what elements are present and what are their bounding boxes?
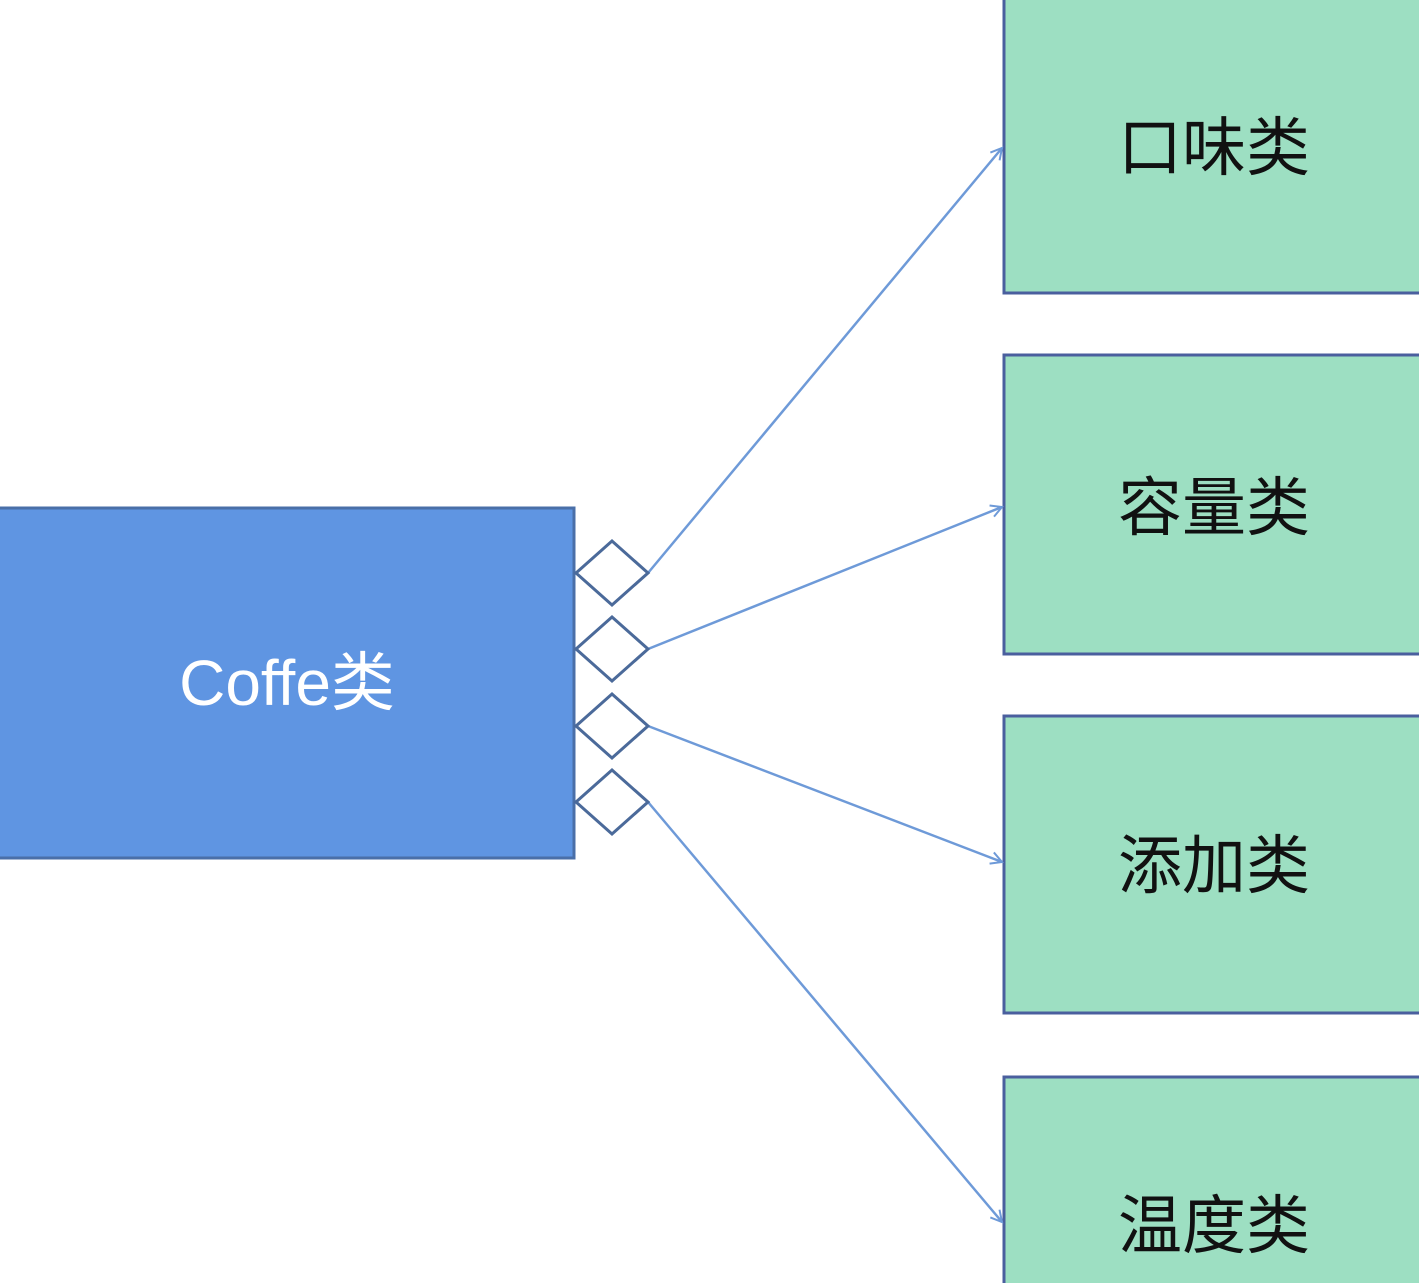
- connector-additive[interactable]: [647, 724, 1002, 862]
- flavor-class-label: 口味类: [1118, 112, 1310, 186]
- capacity-class-box[interactable]: 容量类: [1002, 353, 1419, 656]
- temperature-class-label: 温度类: [1118, 1190, 1310, 1264]
- coffee-class-box[interactable]: Coffe类: [0, 506, 576, 860]
- aggregation-diamond-icon: [573, 538, 651, 608]
- capacity-class-label: 容量类: [1118, 472, 1310, 546]
- coffee-class-label: Coffe类: [179, 647, 395, 719]
- aggregation-diamond-icon: [573, 691, 651, 761]
- aggregation-diamond-icon: [573, 614, 651, 684]
- temperature-class-box[interactable]: 温度类: [1002, 1075, 1419, 1283]
- aggregation-diamond-icon: [573, 767, 651, 837]
- flavor-class-box[interactable]: 口味类: [1002, 0, 1419, 295]
- additive-class-box[interactable]: 添加类: [1002, 714, 1419, 1015]
- additive-class-label: 添加类: [1118, 830, 1310, 904]
- connector-capacity[interactable]: [647, 507, 1002, 651]
- connector-flavor[interactable]: [647, 148, 1002, 574]
- connector-temperature[interactable]: [647, 801, 1002, 1222]
